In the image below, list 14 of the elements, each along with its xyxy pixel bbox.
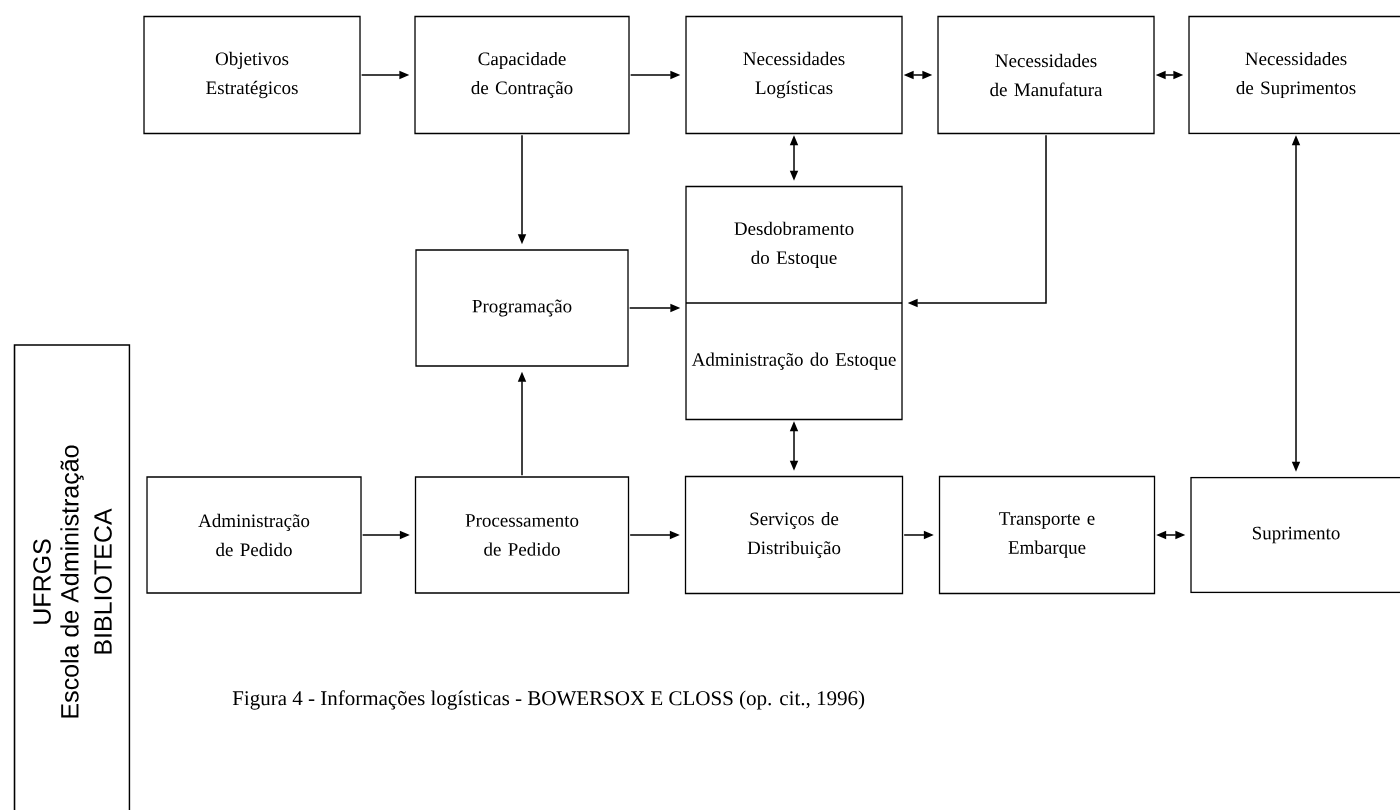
process-box: Necessidades de Manufatura — [937, 15, 1155, 135]
caption: Figura 4 - Informações logísticas - BOWERSOX E CLOSS (op. cit., 1996) — [232, 690, 865, 710]
process-box: Serviços de Distribuição — [684, 475, 904, 595]
process-box: Transporte e Embarque — [938, 475, 1156, 595]
process-box: Programação — [415, 249, 629, 367]
process-box: Necessidades Logísticas — [685, 15, 903, 135]
process-box: Desdobramento do Estoque Administração do Estoque — [685, 185, 903, 421]
process-box: Capacidade de Contração — [414, 15, 630, 135]
stamp-box: UFRGS Escola de Administração BIBLIOTECA — [13, 344, 131, 810]
process-box: Administração de Pedido — [146, 476, 362, 594]
process-box: Necessidades de Suprimentos — [1188, 15, 1400, 135]
process-box: Objetivos Estratégicos — [143, 15, 361, 135]
process-box: Suprimento — [1190, 476, 1400, 594]
process-box: Processamento de Pedido — [414, 476, 630, 594]
